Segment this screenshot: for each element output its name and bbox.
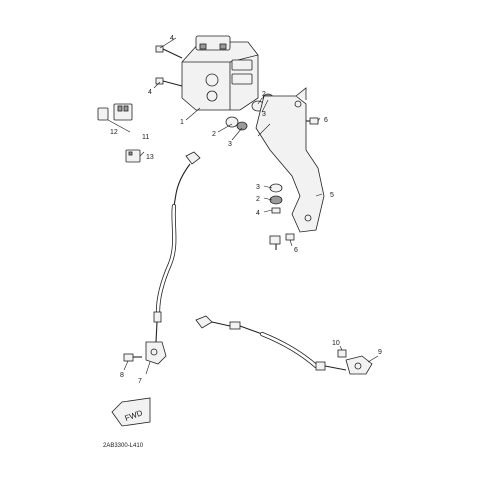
- front-sensor-bolt: [123, 353, 142, 362]
- leader-lines: [123, 37, 379, 375]
- callout-5: 5: [330, 192, 334, 199]
- callout-3: 3: [256, 184, 260, 191]
- rear-sensor-bolt: [337, 349, 347, 358]
- callout-1: 1: [180, 119, 184, 126]
- abs-hydraulic-unit: [181, 35, 259, 111]
- rear-wheel-sensor-lead: [195, 315, 373, 375]
- callout-4: 4: [170, 35, 174, 42]
- callout-4: 4: [148, 89, 152, 96]
- callout-3: 3: [262, 111, 266, 118]
- callout-12: 12: [110, 129, 118, 136]
- callout-7: 7: [138, 378, 142, 385]
- relay-fuse-parts: [97, 103, 141, 163]
- callout-6: 6: [294, 247, 298, 254]
- diagram-reference-code: 2AB3300-L410: [103, 443, 144, 449]
- front-wheel-sensor-lead: [145, 151, 201, 365]
- callout-8: 8: [120, 372, 124, 379]
- bolt-upper: [155, 45, 183, 59]
- bolt-lower: [155, 77, 183, 87]
- callout-10: 10: [332, 340, 340, 347]
- abs-bracket: [255, 87, 325, 233]
- callout-13: 13: [146, 154, 154, 161]
- callout-3: 3: [228, 141, 232, 148]
- callout-labels: 1 2 2 2 3 3 3 4 4 4 5 6 6 7 8 9 10 11 12…: [110, 35, 382, 385]
- bracket-bolt-lower: [285, 233, 295, 241]
- callout-2: 2: [256, 196, 260, 203]
- callout-2: 2: [212, 131, 216, 138]
- bracket-bolt-upper: [306, 117, 319, 125]
- callout-6: 6: [324, 117, 328, 124]
- callout-2: 2: [262, 91, 266, 98]
- callout-11: 11: [142, 134, 149, 141]
- forward-direction-arrow: [111, 397, 151, 427]
- callout-9: 9: [378, 349, 382, 356]
- lower-damper-stack: [269, 183, 283, 250]
- callout-4: 4: [256, 210, 260, 217]
